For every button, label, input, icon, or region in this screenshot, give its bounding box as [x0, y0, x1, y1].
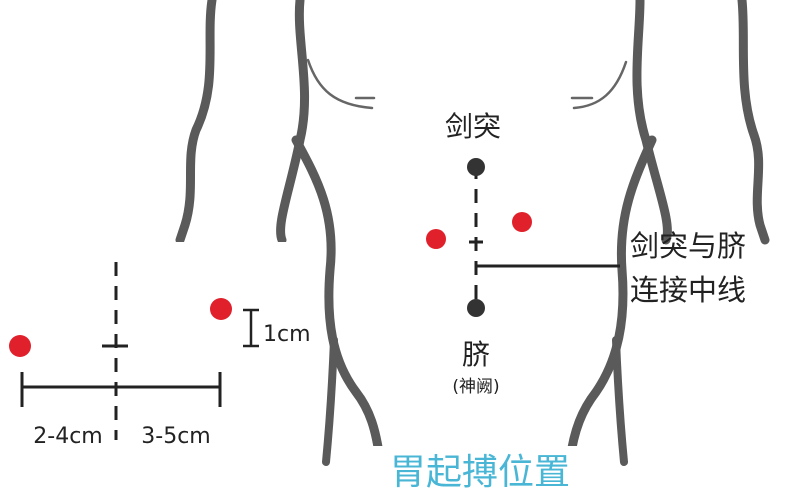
navel-label: 脐: [462, 338, 490, 371]
chest-contours: [306, 58, 628, 110]
measurement-detail: 1cm 2-4cm 3-5cm: [0, 242, 311, 500]
midline-label-line2: 连接中线: [630, 273, 746, 307]
measurement-backdrop: [0, 242, 305, 500]
diagram-title: 胃起搏位置: [390, 452, 570, 493]
right-distance-label: 3-5cm: [141, 424, 210, 449]
navel-alias-label: (神阙): [452, 377, 499, 397]
right-arm-outline: [737, 0, 770, 245]
title-backdrop: [368, 446, 598, 496]
left-waist-outline: [291, 135, 385, 465]
left-distance-label: 2-4cm: [33, 424, 102, 449]
xiphoid-point: [467, 158, 485, 176]
detail-electrode-left-dot: [9, 335, 31, 357]
right-waist-outline: [565, 135, 657, 465]
electrode-left-dot: [426, 229, 446, 249]
right-chest-contour: [572, 60, 628, 110]
right-hip-outline: [612, 336, 628, 466]
body-outline: [175, 0, 770, 466]
navel-point: [467, 299, 485, 317]
left-arm-outline: [175, 0, 217, 245]
right-torso-outline: [632, 0, 672, 245]
left-hip-outline: [322, 336, 338, 466]
vertical-offset-label: 1cm: [263, 322, 311, 347]
midline-label-line1: 剑突与脐: [630, 229, 746, 263]
left-torso-outline: [276, 0, 310, 245]
xiphoid-label: 剑突: [445, 110, 501, 143]
electrode-right-dot: [512, 212, 532, 232]
left-chest-contour: [306, 58, 374, 110]
midline-diagram: 剑突 脐 (神阙) 剑突与脐 连接中线: [426, 110, 746, 397]
detail-electrode-right-dot: [210, 298, 232, 320]
